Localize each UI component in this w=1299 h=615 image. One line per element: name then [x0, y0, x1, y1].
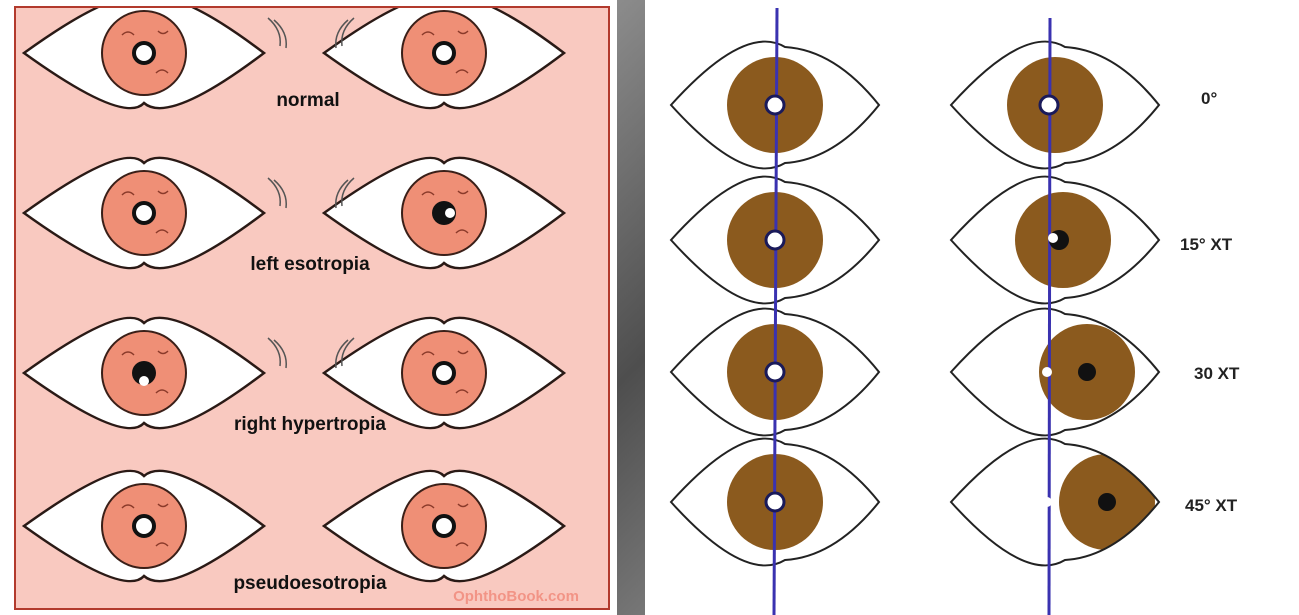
left-eye-r1-right [24, 8, 264, 108]
left-eye-r2-right [24, 158, 264, 268]
left-diagram-svg: normal left esotropia right hypertropia … [16, 8, 608, 608]
label-30-xt: 30 XT [1194, 364, 1240, 383]
left-eye-r2-left [324, 158, 564, 268]
eyebrow-marks-r2 [268, 178, 354, 208]
crease-mark-right [268, 338, 286, 368]
pupil-group-r3-od [766, 363, 784, 381]
left-eye-r4-left [324, 471, 564, 581]
pupil [1098, 493, 1116, 511]
pupil [1078, 363, 1096, 381]
right-panel: 0° 15° XT 30 XT 45° XT [645, 0, 1299, 615]
light-reflex [139, 376, 149, 386]
light-reflex [1042, 497, 1052, 507]
pupil-reflex [434, 516, 454, 536]
crease-mark-right [268, 18, 286, 48]
eyebrow-marks-r1 [268, 18, 354, 48]
label-left-esotropia: left esotropia [250, 254, 370, 275]
label-15-degrees-xt: 15° XT [1180, 235, 1233, 254]
light-reflex [766, 96, 784, 114]
eyebrow-marks-r3 [268, 338, 354, 368]
panel-divider [617, 0, 645, 615]
right-eye-r3-os [951, 309, 1159, 436]
label-normal: normal [276, 90, 339, 111]
left-eye-r3-left [324, 318, 564, 428]
pupil-reflex [134, 516, 154, 536]
left-eye-r1-left [324, 8, 564, 108]
light-reflex [766, 231, 784, 249]
label-45-degrees-xt: 45° XT [1185, 496, 1238, 515]
watermark-text: OphthoBook.com [453, 588, 579, 605]
right-diagram-svg: 0° 15° XT 30 XT 45° XT [645, 0, 1299, 615]
crease-mark-right [268, 178, 286, 208]
strabismus-types-diagram: normal left esotropia right hypertropia … [14, 6, 610, 610]
pupil-reflex [434, 43, 454, 63]
left-eye-r3-right [24, 318, 264, 428]
pupil-group-r1-od [766, 96, 784, 114]
pupil-reflex [134, 43, 154, 63]
pupil-reflex [134, 203, 154, 223]
pupil-group-r4-od [766, 493, 784, 511]
light-reflex [1048, 233, 1058, 243]
right-eye-r4-os [951, 439, 1159, 566]
pupil-reflex [434, 363, 454, 383]
label-0-degrees: 0° [1201, 89, 1217, 108]
left-eye-r4-right [24, 471, 264, 581]
pupil-group-r2-od [766, 231, 784, 249]
label-pseudoesotropia: pseudoesotropia [233, 573, 387, 594]
left-panel: normal left esotropia right hypertropia … [0, 0, 617, 615]
light-reflex [1040, 96, 1058, 114]
light-reflex [766, 363, 784, 381]
light-reflex [1042, 367, 1052, 377]
light-reflex [445, 208, 455, 218]
light-reflex [766, 493, 784, 511]
label-right-hypertropia: right hypertropia [234, 414, 386, 435]
pupil-group-r1-os [1040, 96, 1058, 114]
